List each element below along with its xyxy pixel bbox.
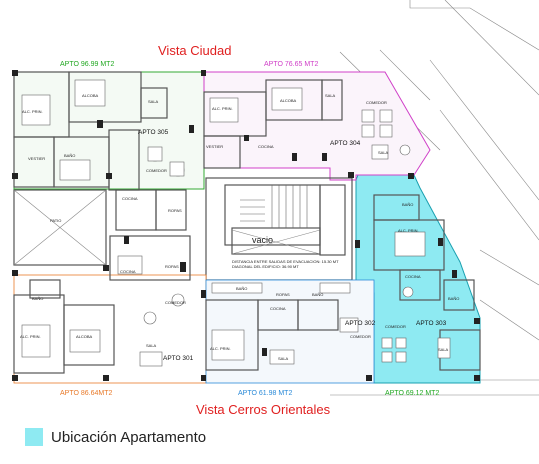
apto-304-label: APTO 304 xyxy=(330,140,361,147)
svg-text:SALA: SALA xyxy=(278,356,289,361)
view-top-label: Vista Ciudad xyxy=(158,43,231,58)
svg-text:SALA: SALA xyxy=(325,93,336,98)
room-labels: ALC. PRIN. ALCOBA SALA VESTIER BAÑO COME… xyxy=(20,93,459,361)
svg-text:SALA: SALA xyxy=(148,99,159,104)
svg-text:VESTIER: VESTIER xyxy=(206,144,223,149)
legend: Ubicación Apartamento xyxy=(25,428,206,446)
apto-304-plan xyxy=(203,71,431,181)
svg-text:ALCOBA: ALCOBA xyxy=(280,98,297,103)
svg-text:ALC. PRIN.: ALC. PRIN. xyxy=(212,106,233,111)
svg-text:ALC. PRIN.: ALC. PRIN. xyxy=(210,346,231,351)
svg-text:COCINA: COCINA xyxy=(122,196,138,201)
svg-text:COMEDOR: COMEDOR xyxy=(350,334,371,339)
svg-text:SALA: SALA xyxy=(378,150,389,155)
svg-text:BAÑO: BAÑO xyxy=(448,296,459,301)
void-label: vacio xyxy=(252,235,273,245)
svg-text:ALC. PRIN.: ALC. PRIN. xyxy=(20,334,41,339)
site-lines xyxy=(330,0,539,396)
apto-305-plan xyxy=(13,71,205,231)
svg-text:VESTIER: VESTIER xyxy=(28,156,45,161)
svg-text:BAÑO: BAÑO xyxy=(236,286,247,291)
svg-text:BAÑO: BAÑO xyxy=(402,202,413,207)
patio xyxy=(13,189,107,266)
svg-text:SALA: SALA xyxy=(146,343,157,348)
svg-text:COMEDOR: COMEDOR xyxy=(366,100,387,105)
view-bottom-label: Vista Cerros Orientales xyxy=(196,402,331,417)
legend-swatch xyxy=(25,428,43,446)
svg-text:ALCOBA: ALCOBA xyxy=(76,334,93,339)
svg-text:PATIO: PATIO xyxy=(50,218,61,223)
svg-text:ROPAS: ROPAS xyxy=(168,208,182,213)
svg-text:COCINA: COCINA xyxy=(120,269,136,274)
svg-text:COCINA: COCINA xyxy=(405,274,421,279)
svg-text:ALC. PRIN.: ALC. PRIN. xyxy=(22,109,43,114)
svg-text:COMEDOR: COMEDOR xyxy=(165,300,186,305)
svg-text:ROPAS: ROPAS xyxy=(276,292,290,297)
apto-302-plan xyxy=(205,279,375,384)
area-apto-303: APTO 69.12 MT2 xyxy=(385,390,439,397)
svg-text:COMEDOR: COMEDOR xyxy=(385,324,406,329)
area-apto-304: APTO 76.65 MT2 xyxy=(264,61,318,68)
svg-text:BAÑO: BAÑO xyxy=(312,292,323,297)
apto-302-label: APTO 302 xyxy=(345,320,376,327)
svg-text:COCINA: COCINA xyxy=(270,306,286,311)
svg-text:BAÑO: BAÑO xyxy=(64,153,75,158)
stair-note-line2: DIAGONAL DEL EDIFICIO: 36.90 MT xyxy=(232,264,299,269)
svg-text:COMEDOR: COMEDOR xyxy=(146,168,167,173)
apto-303-highlight xyxy=(355,174,481,384)
apto-305-label: APTO 305 xyxy=(138,129,169,136)
apto-301-label: APTO 301 xyxy=(163,355,194,362)
svg-text:BAÑO: BAÑO xyxy=(32,296,43,301)
svg-text:ALCOBA: ALCOBA xyxy=(82,93,99,98)
svg-text:SALA: SALA xyxy=(438,347,449,352)
stair-note-line1: DISTANCIA ENTRE SALIDAS DE EVACUACION: 1… xyxy=(232,259,339,264)
svg-text:ALC. PRIN.: ALC. PRIN. xyxy=(398,228,419,233)
legend-label: Ubicación Apartamento xyxy=(51,428,207,446)
apto-301-plan xyxy=(13,235,207,384)
svg-text:COCINA: COCINA xyxy=(258,144,274,149)
apto-303-plan xyxy=(373,194,481,371)
structural-columns xyxy=(12,70,480,381)
area-apto-305: APTO 96.99 MT2 xyxy=(60,61,114,68)
area-apto-302: APTO 61.98 MT2 xyxy=(238,390,292,397)
svg-text:ROPAS: ROPAS xyxy=(165,264,179,269)
apto-303-label: APTO 303 xyxy=(416,320,447,327)
area-apto-301: APTO 86.64MT2 xyxy=(60,390,113,397)
